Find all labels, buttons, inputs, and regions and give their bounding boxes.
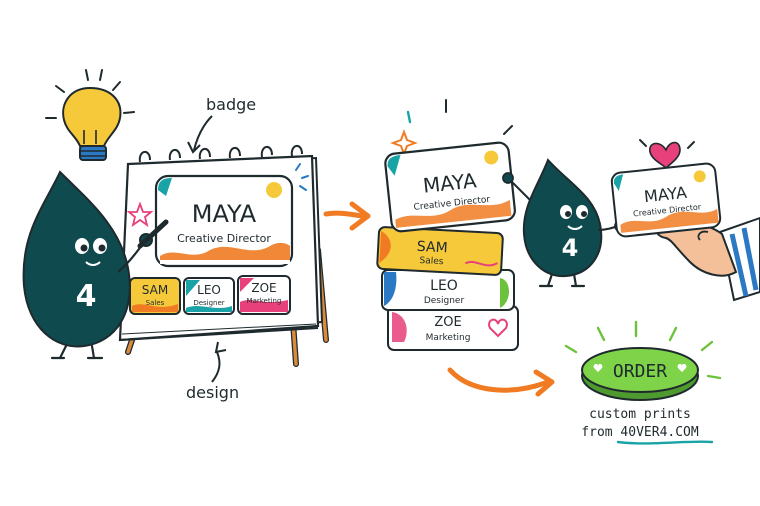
easel-sam-role: Sales <box>146 299 165 307</box>
star-doodle-icon <box>126 201 154 228</box>
badge-stack: ZOE Marketing LEO Designer SAM Sales MAY… <box>376 141 519 351</box>
stack-zoe-role: Marketing <box>426 333 471 343</box>
easel-zoe-role: Marketing <box>247 297 282 305</box>
arrow-to-order-icon <box>447 367 555 397</box>
stack-badge-sam: SAM Sales <box>376 226 504 276</box>
easel-small-badge-leo: LEO Designer <box>183 277 235 315</box>
easel: MAYA Creative Director SAM Sales LEO Des… <box>118 145 329 367</box>
cta-line-1: custom prints <box>589 407 691 422</box>
sparkle-doodle-icon <box>295 163 309 191</box>
arrow-right-icon <box>323 201 371 231</box>
handoff-badge-name: MAYA <box>643 183 688 206</box>
glow-rays-icon <box>564 320 722 380</box>
design-annotation: design <box>186 341 239 402</box>
easel-sam-name: SAM <box>142 283 168 297</box>
stack-leo-name: LEO <box>430 278 458 294</box>
easel-leo-role: Designer <box>193 299 224 307</box>
stack-badge-leo: LEO Designer <box>381 269 515 311</box>
stack-sam-name: SAM <box>416 239 448 257</box>
stack-badge-zoe: ZOE Marketing <box>387 305 519 351</box>
mascot-left-number: 4 <box>76 279 97 314</box>
easel-badge-title: Creative Director <box>177 232 271 245</box>
stack-zoe-name: ZOE <box>434 315 461 330</box>
stack-sam-role: Sales <box>419 256 444 267</box>
pen-icon <box>137 219 169 249</box>
order-cta: ORDER custom prints from 40VER4.COM <box>564 320 722 445</box>
stack-maya-name: MAYA <box>422 168 478 198</box>
mascot-right-number: 4 <box>562 234 579 262</box>
easel-small-badge-sam: SAM Sales <box>129 277 181 315</box>
easel-badge-name: MAYA <box>192 200 257 228</box>
stack-badge-maya: MAYA Creative Director <box>384 141 516 233</box>
hand-with-badge: MAYA Creative Director <box>610 162 760 302</box>
easel-main-badge: MAYA Creative Director <box>154 174 294 268</box>
spiral-binding <box>138 145 303 163</box>
easel-zoe-name: ZOE <box>251 281 276 295</box>
design-label: design <box>186 383 239 402</box>
lightbulb-icon <box>45 69 135 161</box>
cta-line-2: from 40VER4.COM <box>581 425 699 440</box>
badge-label: badge <box>206 95 256 114</box>
badge-annotation: badge <box>187 95 256 154</box>
heart-doodle-icon <box>488 318 508 338</box>
mascot-left: 4 <box>22 170 169 360</box>
heart-icon <box>639 139 695 170</box>
stack-leo-role: Designer <box>424 296 465 306</box>
easel-leo-name: LEO <box>197 283 221 297</box>
mascot-right: 4 <box>502 158 626 288</box>
underline-doodle <box>616 440 714 445</box>
order-button[interactable]: ORDER <box>581 347 699 401</box>
easel-small-badge-zoe: ZOE Marketing <box>237 275 291 315</box>
order-button-label: ORDER <box>613 361 667 382</box>
